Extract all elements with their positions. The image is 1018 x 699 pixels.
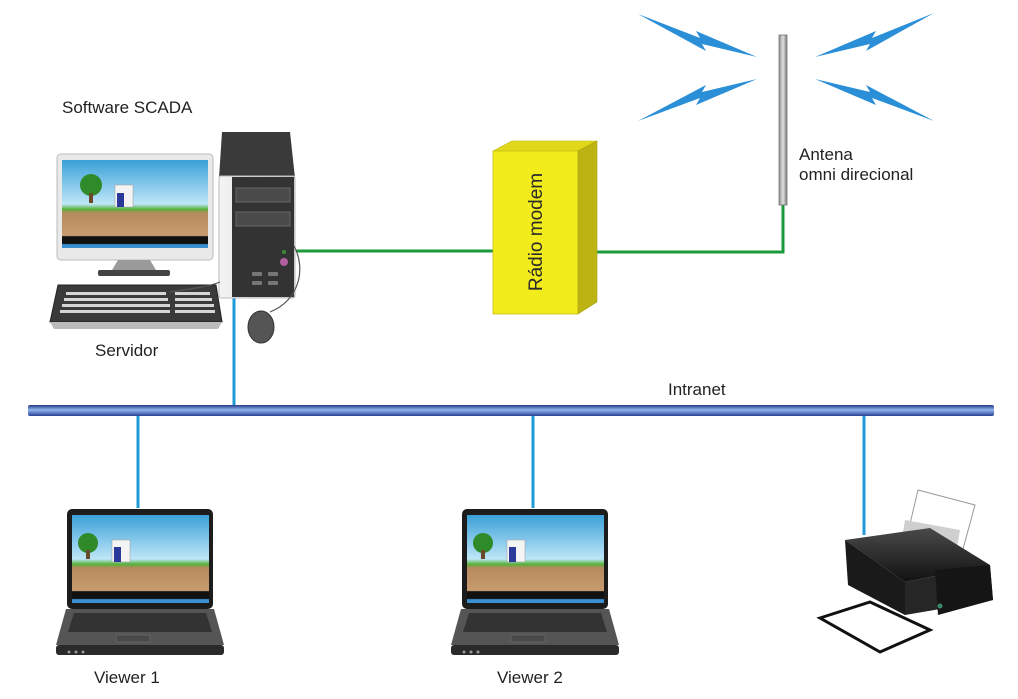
keyboard-icon [49,284,223,329]
antenna-label-line2: omni direcional [799,165,914,184]
serial-link-modem-antenna [590,205,785,254]
radio-modem-icon: Rádio modem [492,140,598,315]
radio-waves-icon [638,13,934,121]
server-monitor-icon [56,153,214,276]
viewer1-laptop-icon [56,509,224,655]
software-scada-label: Software SCADA [62,98,193,117]
viewer1-label: Viewer 1 [94,668,160,687]
server-tower-icon [218,132,296,299]
antenna-icon [778,34,788,206]
viewer2-label: Viewer 2 [497,668,563,687]
server-label: Servidor [95,341,159,360]
printer-icon [816,489,993,654]
mouse-icon [169,245,301,344]
modem-label: Rádio modem [526,173,547,291]
intranet-label: Intranet [668,380,726,399]
antenna-label-line1: Antena [799,145,853,164]
intranet-bus [28,405,994,416]
viewer2-laptop-icon [451,509,619,655]
